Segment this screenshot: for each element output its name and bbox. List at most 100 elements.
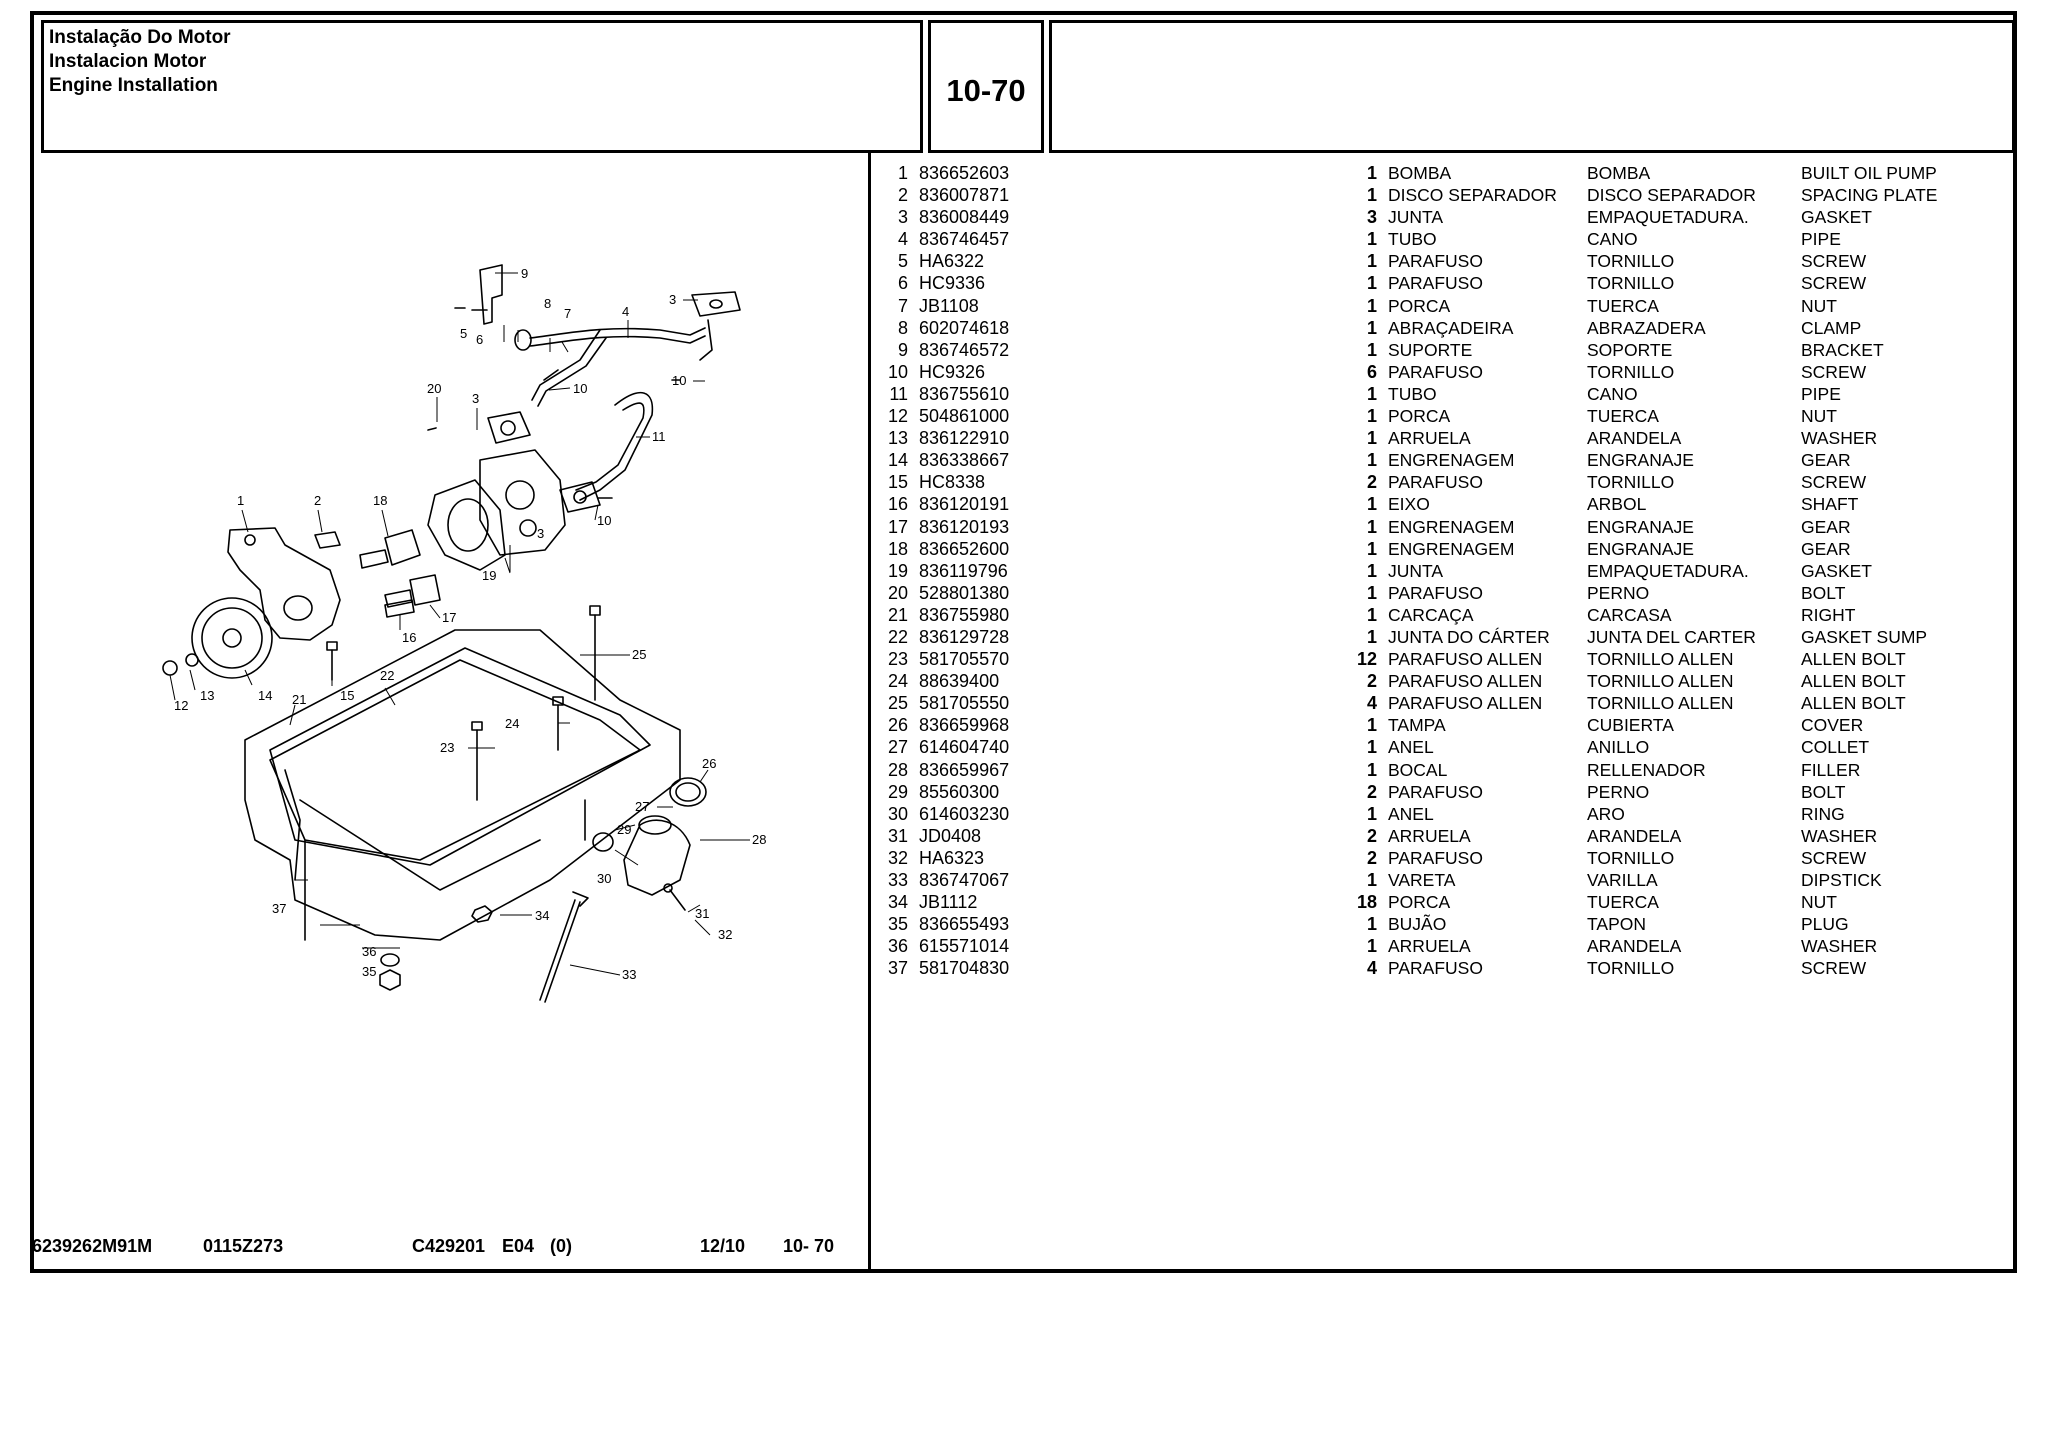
part-quantity: 1 <box>1366 715 1377 736</box>
part-ref: 29 <box>887 781 908 802</box>
part-quantity: 1 <box>1366 383 1377 404</box>
part-quantity: 1 <box>1366 185 1377 206</box>
part-name-english: DIPSTICK <box>1801 870 1882 890</box>
footer-code: 0115Z273 <box>203 1236 284 1256</box>
part-quantity: 1 <box>1366 450 1377 471</box>
part-name-spanish: DISCO SEPARADOR <box>1587 185 1756 206</box>
part-name-spanish: ENGRANAJE <box>1587 538 1694 559</box>
callout: 5 <box>460 326 467 341</box>
title-english: Engine Installation <box>49 75 218 96</box>
part-quantity: 1 <box>1366 295 1377 316</box>
callout: 26 <box>702 756 716 771</box>
part-quantity: 1 <box>1366 803 1377 824</box>
part-number: 836746457 <box>919 229 1010 250</box>
part-name-portuguese: TAMPA <box>1388 715 1446 736</box>
part-ref: 14 <box>887 450 908 471</box>
part-name-spanish: VARILLA <box>1587 870 1658 890</box>
callout: 28 <box>752 832 766 847</box>
callout: 23 <box>440 740 454 755</box>
section-code-box: 10-70 <box>928 20 1044 153</box>
part-name-english: COVER <box>1801 715 1864 736</box>
part-name-spanish: ABRAZADERA <box>1587 317 1706 338</box>
part-quantity: 2 <box>1366 825 1377 846</box>
part-name-spanish: PERNO <box>1587 582 1650 603</box>
part-ref: 23 <box>887 649 908 670</box>
part-number: 602074618 <box>919 317 1010 338</box>
part-ref: 8 <box>897 317 908 338</box>
part-number: 836119796 <box>919 560 1008 581</box>
part-quantity: 1 <box>1366 251 1377 272</box>
part-name-english: GASKET <box>1801 560 1872 581</box>
part-quantity: 1 <box>1366 914 1377 935</box>
part-name-spanish: ANILLO <box>1587 737 1650 758</box>
callout: 8 <box>544 296 551 311</box>
part-name-spanish: CANO <box>1587 229 1638 250</box>
part-ref: 24 <box>887 671 908 692</box>
callout: 33 <box>622 967 636 982</box>
callout: 27 <box>635 799 649 814</box>
part-quantity: 1 <box>1366 759 1377 780</box>
callout: 9 <box>521 266 528 281</box>
callout: 10 <box>672 373 686 388</box>
part-name-english: BRACKET <box>1801 339 1884 360</box>
part-name-english: PLUG <box>1801 914 1849 935</box>
callout: 31 <box>695 906 709 921</box>
part-number: JB1112 <box>919 892 978 913</box>
part-name-portuguese: PARAFUSO ALLEN <box>1388 649 1543 670</box>
footer-edition: E04 <box>502 1236 535 1256</box>
part-name-spanish: PERNO <box>1587 781 1650 802</box>
part-number: HC8338 <box>919 472 986 493</box>
part-number: 836746572 <box>919 339 1010 360</box>
part-name-english: ALLEN BOLT <box>1801 693 1906 714</box>
part-ref: 1 <box>897 163 908 183</box>
part-number: 615571014 <box>919 936 1010 957</box>
callout: 24 <box>505 716 519 731</box>
part-name-spanish: TORNILLO <box>1587 361 1675 382</box>
part-name-english: COLLET <box>1801 737 1870 758</box>
callout: 3 <box>537 526 544 541</box>
part-name-spanish: RELLENADOR <box>1587 759 1706 780</box>
diagram-callouts: 1 2 3 3 3 4 5 6 7 8 9 10 10 10 11 12 13 … <box>174 266 766 982</box>
part-quantity: 1 <box>1366 870 1377 890</box>
part-number: 836655493 <box>919 914 1010 935</box>
part-name-portuguese: JUNTA <box>1388 207 1444 228</box>
part-name-portuguese: PORCA <box>1388 295 1451 316</box>
part-ref: 2 <box>897 185 908 206</box>
part-name-spanish: ARANDELA <box>1587 936 1682 957</box>
part-name-english: BOLT <box>1801 781 1846 802</box>
part-number: 581704830 <box>919 958 1010 979</box>
part-name-english: ALLEN BOLT <box>1801 671 1906 692</box>
part-name-english: PIPE <box>1801 229 1841 250</box>
part-name-english: WASHER <box>1801 428 1878 449</box>
part-ref: 11 <box>889 383 908 404</box>
callout: 20 <box>427 381 441 396</box>
title-portuguese: Instalação Do Motor <box>49 27 231 48</box>
part-quantity: 1 <box>1366 229 1377 250</box>
part-quantity: 1 <box>1366 163 1377 183</box>
part-number: 85560300 <box>919 781 1000 802</box>
part-number: HA6323 <box>919 847 985 868</box>
part-name-spanish: TUERCA <box>1587 892 1659 913</box>
part-quantity: 1 <box>1366 339 1377 360</box>
part-name-portuguese: PARAFUSO <box>1388 781 1483 802</box>
part-name-portuguese: BUJÃO <box>1388 914 1447 935</box>
part-name-portuguese: CARCAÇA <box>1388 604 1474 625</box>
part-name-spanish: SOPORTE <box>1587 339 1673 360</box>
footer-doc-number: 6239262M91M <box>32 1236 153 1256</box>
part-name-spanish: CANO <box>1587 383 1638 404</box>
